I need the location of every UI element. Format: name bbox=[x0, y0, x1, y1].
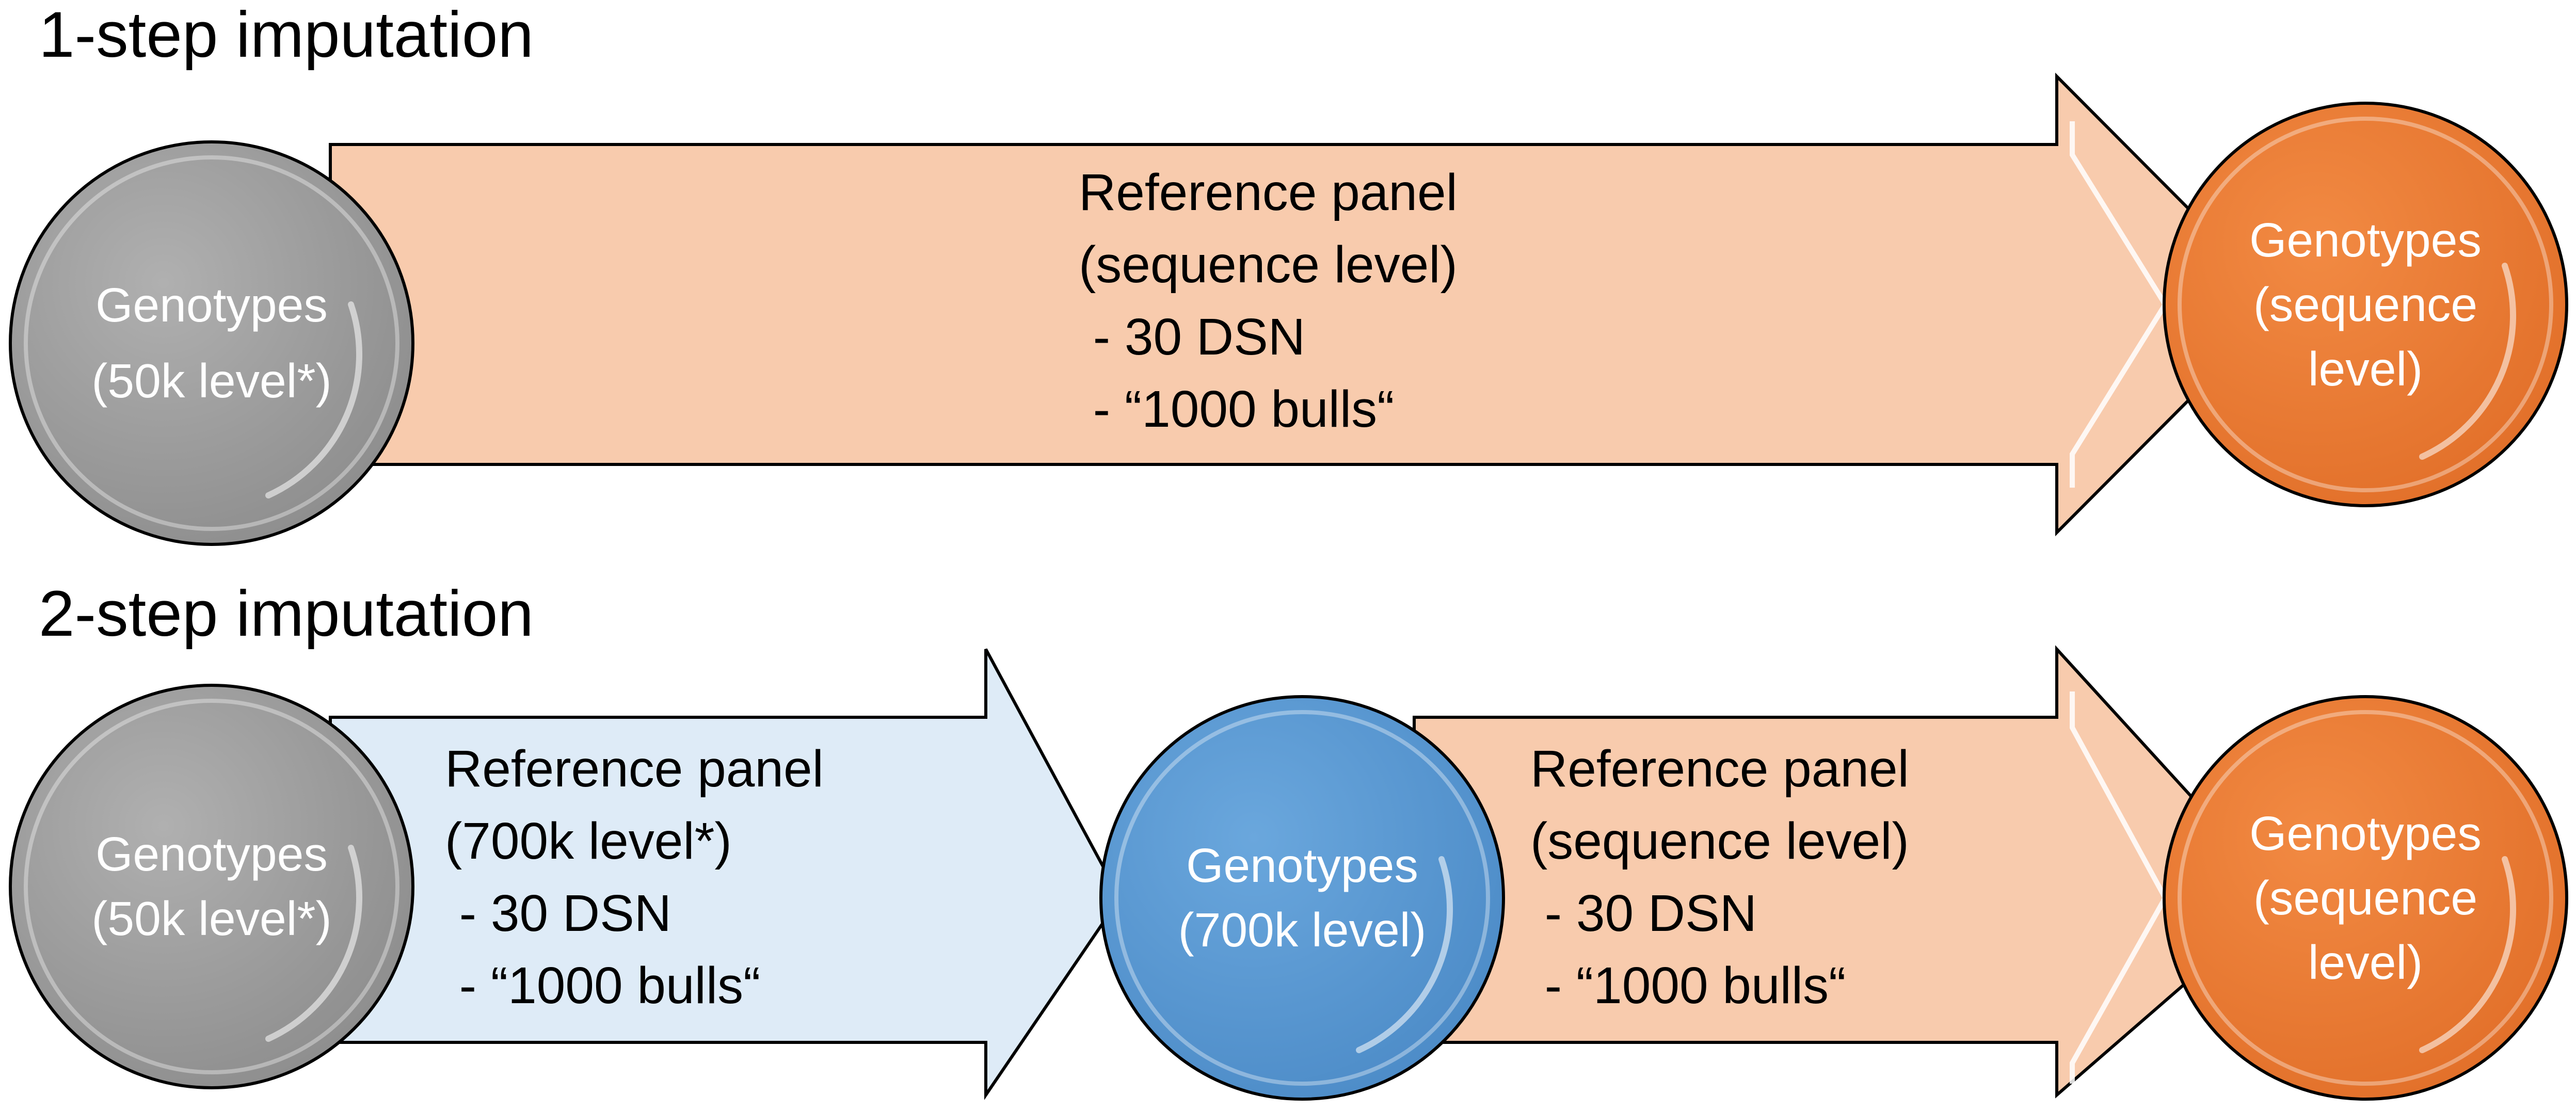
input-genotypes-1step-line1: Genotypes bbox=[95, 278, 328, 332]
reference-panel-1step-item-dsn: - 30 DSN bbox=[1079, 308, 1306, 366]
middle-genotypes-700k-line1: Genotypes bbox=[1186, 839, 1418, 892]
reference-panel-sequence-2step-item-dsn: - 30 DSN bbox=[1530, 884, 1757, 942]
reference-panel-1step-level: (sequence level) bbox=[1079, 236, 1458, 294]
title-2step: 2-step imputation bbox=[39, 578, 534, 650]
reference-panel-arrow-1step bbox=[329, 72, 2286, 537]
output-genotypes-1step-line1: Genotypes bbox=[2249, 213, 2482, 267]
output-genotypes-1step: Genotypes (sequence level) bbox=[2185, 175, 2546, 433]
reference-panel-700k-level: (700k level*) bbox=[445, 812, 732, 870]
reference-panel-sequence-2step-level: (sequence level) bbox=[1530, 812, 1909, 870]
genotype-circle-sequence-1step bbox=[2163, 102, 2568, 507]
title-1step: 1-step imputation bbox=[39, 0, 534, 71]
input-genotypes-2step: Genotypes (50k level*) bbox=[31, 758, 392, 1016]
reference-panel-arrow-sequence-2step bbox=[1413, 645, 2286, 1099]
input-genotypes-2step-line1: Genotypes bbox=[95, 827, 328, 881]
reference-panel-sequence-2step: Reference panel (sequence level) - 30 DS… bbox=[1530, 733, 1909, 1022]
genotype-circle-50k-1step bbox=[9, 140, 414, 546]
input-genotypes-2step-line2: (50k level*) bbox=[91, 892, 332, 945]
output-genotypes-1step-line2: (sequence bbox=[2253, 277, 2478, 331]
output-genotypes-2step: Genotypes (sequence level) bbox=[2185, 769, 2546, 1027]
middle-genotypes-700k-line2: (700k level) bbox=[1178, 903, 1427, 957]
output-genotypes-2step-line1: Genotypes bbox=[2249, 806, 2482, 860]
input-genotypes-1step-line2: (50k level*) bbox=[91, 354, 332, 408]
reference-panel-700k-item-dsn: - 30 DSN bbox=[445, 884, 672, 942]
genotype-circle-50k-2step bbox=[9, 684, 414, 1089]
reference-panel-1step: Reference panel (sequence level) - 30 DS… bbox=[1079, 156, 1458, 445]
reference-panel-1step-title: Reference panel bbox=[1079, 164, 1458, 221]
input-genotypes-1step: Genotypes (50k level*) bbox=[31, 214, 392, 472]
reference-panel-sequence-2step-title: Reference panel bbox=[1530, 740, 1909, 798]
reference-panel-700k: Reference panel (700k level*) - 30 DSN -… bbox=[445, 733, 824, 1022]
genotype-circle-700k bbox=[1099, 695, 1505, 1101]
output-genotypes-1step-line3: level) bbox=[2308, 342, 2423, 396]
reference-panel-700k-item-bulls: - “1000 bulls“ bbox=[445, 957, 761, 1015]
reference-panel-arrow-700k bbox=[329, 648, 1122, 1100]
middle-genotypes-700k: Genotypes (700k level) bbox=[1122, 769, 1483, 1027]
output-genotypes-2step-line2: (sequence bbox=[2253, 871, 2478, 925]
reference-panel-700k-title: Reference panel bbox=[445, 740, 824, 798]
reference-panel-1step-item-bulls: - “1000 bulls“ bbox=[1079, 380, 1395, 438]
reference-panel-sequence-2step-item-bulls: - “1000 bulls“ bbox=[1530, 957, 1846, 1015]
output-genotypes-2step-line3: level) bbox=[2308, 935, 2423, 989]
genotype-circle-sequence-2step bbox=[2163, 695, 2568, 1101]
